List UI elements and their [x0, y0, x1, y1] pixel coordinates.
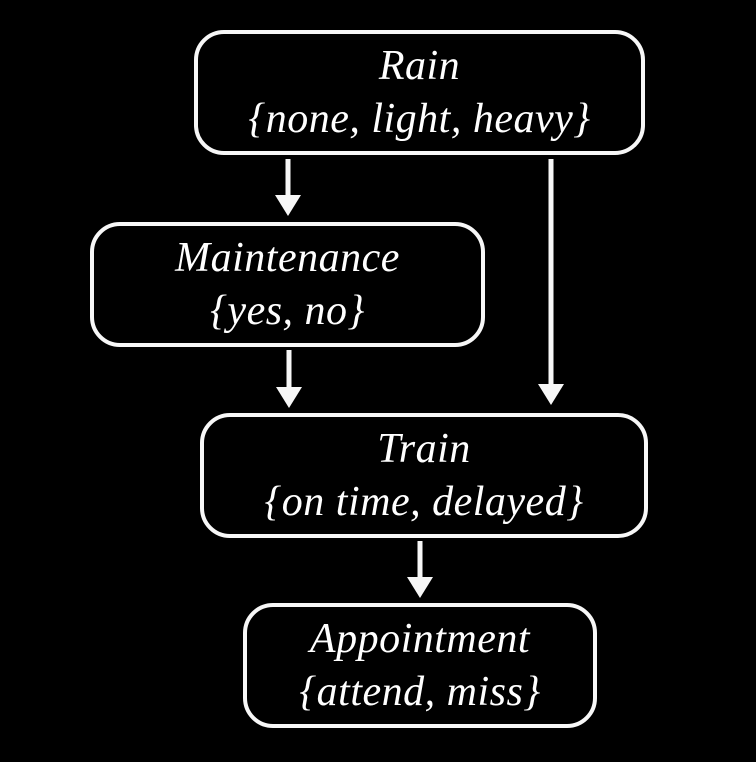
node-maintenance-label: Maintenance — [175, 234, 400, 281]
node-maintenance: Maintenance {yes, no} — [90, 222, 485, 347]
node-train: Train {on time, delayed} — [200, 413, 648, 538]
edge-train-to-appointment-arrow — [407, 541, 433, 598]
node-train-values: {on time, delayed} — [264, 478, 584, 525]
node-maintenance-values: {yes, no} — [210, 287, 365, 334]
edge-maintenance-to-train-arrow — [276, 350, 302, 408]
node-appointment-values: {attend, miss} — [299, 668, 541, 715]
node-appointment: Appointment {attend, miss} — [243, 603, 597, 728]
node-appointment-label: Appointment — [309, 615, 531, 662]
node-rain: Rain {none, light, heavy} — [194, 30, 645, 155]
node-rain-values: {none, light, heavy} — [248, 95, 591, 142]
edge-rain-to-maintenance-arrow — [275, 159, 301, 216]
edge-rain-to-train-arrow — [538, 159, 564, 405]
node-train-label: Train — [377, 425, 471, 472]
node-rain-label: Rain — [378, 42, 461, 89]
